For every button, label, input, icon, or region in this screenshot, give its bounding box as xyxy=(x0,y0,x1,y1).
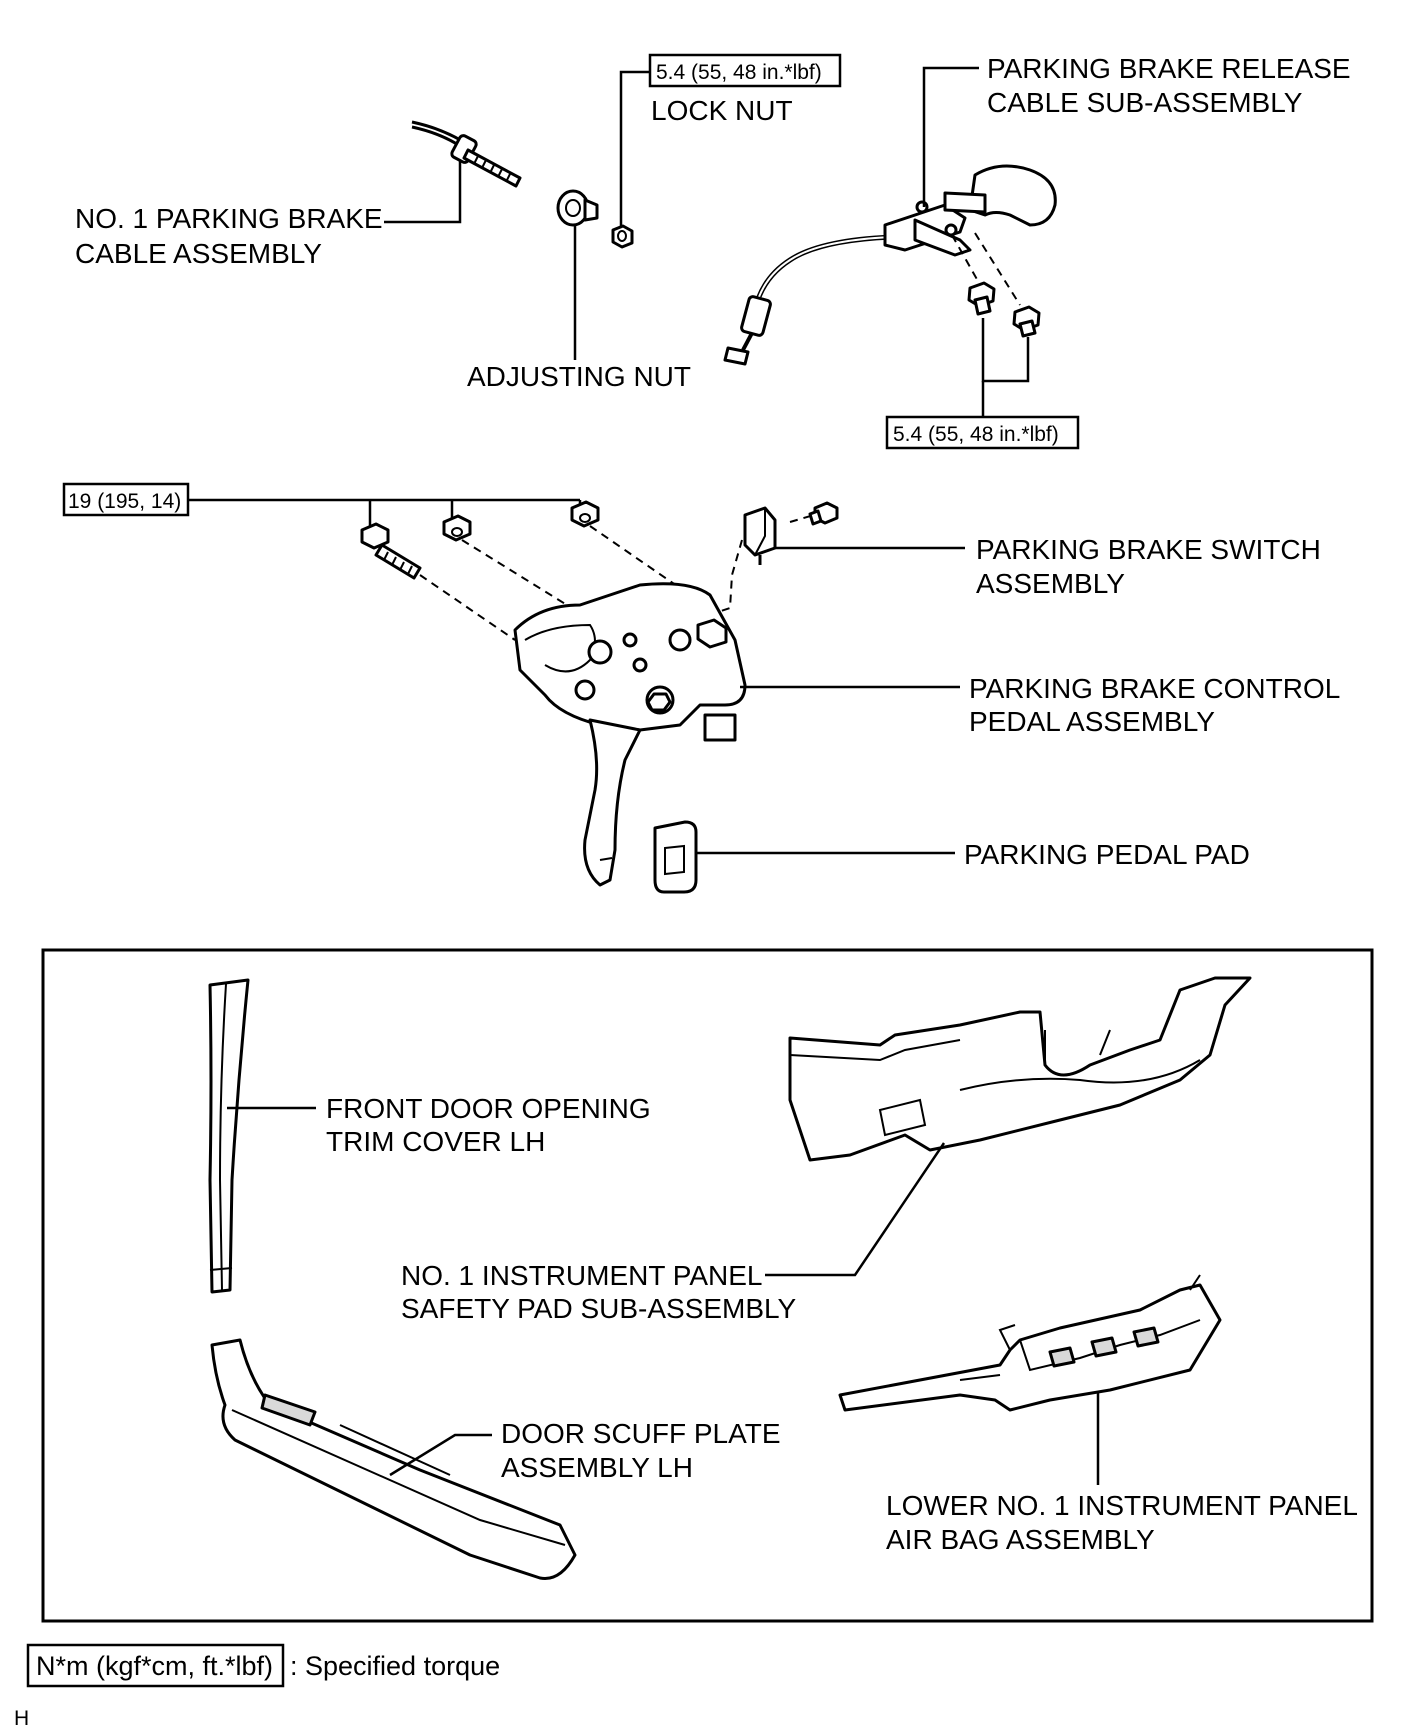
label-scuff-plate-1: DOOR SCUFF PLATE xyxy=(501,1418,781,1449)
torque-lock-nut: 5.4 (55, 48 in.*lbf) xyxy=(656,61,822,84)
leader-safety-pad xyxy=(765,1142,946,1277)
legend-text: : Specified torque xyxy=(290,1651,500,1681)
legend-unit: N*m (kgf*cm, ft.*lbf) xyxy=(36,1651,273,1681)
label-pedal-pad: PARKING PEDAL PAD xyxy=(964,839,1250,870)
release-cable-bolt-line-2 xyxy=(974,232,1021,306)
parking-brake-switch-drawing xyxy=(743,501,839,565)
release-cable-bolt-line-1 xyxy=(951,234,984,291)
no1-parking-brake-cable-drawing xyxy=(411,120,522,188)
label-switch-2: ASSEMBLY xyxy=(976,568,1125,599)
label-lock-nut: LOCK NUT xyxy=(651,95,793,126)
label-pedal-1: PARKING BRAKE CONTROL xyxy=(969,673,1340,704)
label-release-cable-2: CABLE SUB-ASSEMBLY xyxy=(987,87,1303,118)
label-no1-parking-brake-cable-2: CABLE ASSEMBLY xyxy=(75,238,322,269)
label-release-cable-1: PARKING BRAKE RELEASE xyxy=(987,53,1351,84)
pedal-nut-1 xyxy=(442,514,472,542)
leader-lock-nut xyxy=(619,70,650,226)
release-cable-drawing xyxy=(723,164,1057,366)
pedal-bolt xyxy=(360,522,422,580)
label-scuff-plate-2: ASSEMBLY LH xyxy=(501,1452,693,1483)
pedal-bolt-line xyxy=(419,574,516,641)
corner-mark: H xyxy=(14,1707,29,1730)
parking-pedal-pad-drawing xyxy=(653,820,698,894)
label-pedal-2: PEDAL ASSEMBLY xyxy=(969,706,1215,737)
switch-screw-line xyxy=(789,514,815,523)
release-cable-bolt-1 xyxy=(967,281,996,316)
leader-release-cable-bolts xyxy=(981,318,1030,383)
torque-pedal-fasteners: 19 (195, 14) xyxy=(68,490,181,513)
adjusting-nut-drawing xyxy=(556,189,599,227)
door-scuff-plate-drawing xyxy=(210,1338,577,1581)
label-no1-parking-brake-cable-1: NO. 1 PARKING BRAKE xyxy=(75,203,383,234)
pedal-nut-2 xyxy=(570,500,600,528)
label-switch-1: PARKING BRAKE SWITCH xyxy=(976,534,1321,565)
safety-pad-drawing xyxy=(788,976,1252,1162)
parking-brake-pedal-drawing xyxy=(513,582,747,887)
label-air-bag-1: LOWER NO. 1 INSTRUMENT PANEL xyxy=(886,1490,1358,1521)
torque-box-lock-nut xyxy=(648,53,842,88)
legend-torque-box xyxy=(26,1643,285,1688)
torque-release-cable-bolts: 5.4 (55, 48 in.*lbf) xyxy=(893,423,1059,446)
release-cable-bolt-2 xyxy=(1012,305,1041,338)
lock-nut-drawing xyxy=(611,224,634,249)
label-safety-pad-1: NO. 1 INSTRUMENT PANEL xyxy=(401,1260,762,1291)
front-door-trim-cover-drawing xyxy=(208,978,250,1294)
label-safety-pad-2: SAFETY PAD SUB-ASSEMBLY xyxy=(401,1293,797,1324)
label-trim-cover-1: FRONT DOOR OPENING xyxy=(326,1093,651,1124)
label-trim-cover-2: TRIM COVER LH xyxy=(326,1126,545,1157)
leader-scuff-plate xyxy=(389,1433,492,1477)
leader-release-cable xyxy=(922,66,979,207)
pedal-nut-line-2 xyxy=(589,525,681,589)
removal-parts-frame xyxy=(41,948,1374,1623)
label-adjusting-nut: ADJUSTING NUT xyxy=(467,361,691,392)
pedal-nut-line-1 xyxy=(461,539,576,611)
switch-mount-line xyxy=(717,539,743,613)
torque-box-release-cable xyxy=(885,415,1080,450)
air-bag-drawing xyxy=(838,1274,1222,1412)
label-air-bag-2: AIR BAG ASSEMBLY xyxy=(886,1524,1155,1555)
leader-cable-assy xyxy=(384,161,462,224)
